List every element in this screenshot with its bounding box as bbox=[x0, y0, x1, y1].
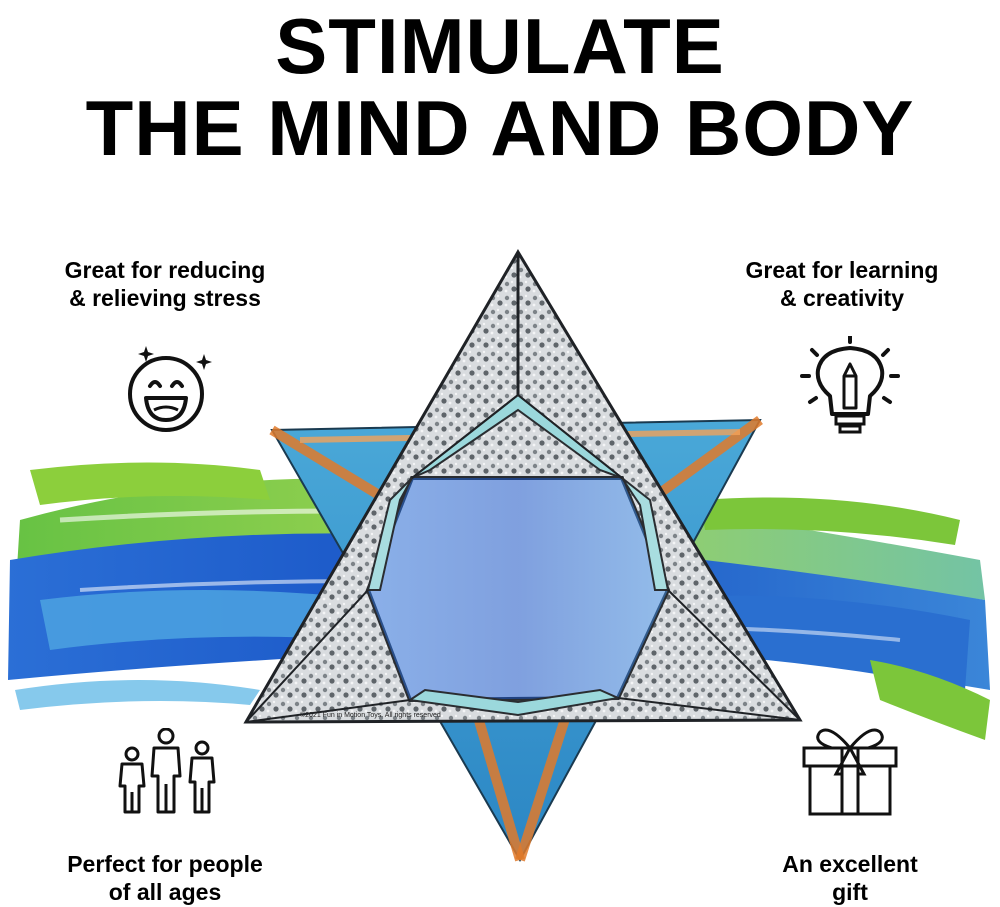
feature-learning-line-2: & creativity bbox=[779, 285, 904, 311]
feature-gift-line-2: gift bbox=[832, 879, 868, 905]
smiley-icon bbox=[128, 346, 212, 432]
feature-stress-line-1: Great for reducing bbox=[64, 257, 266, 283]
family-icon bbox=[118, 728, 216, 814]
feature-gift-text: An excellent gift bbox=[700, 850, 1000, 906]
feature-learning-line-1: Great for learning bbox=[745, 257, 939, 283]
headline-line-1: STIMULATE bbox=[275, 2, 725, 90]
gift-box-icon bbox=[802, 728, 898, 816]
product-copyright: ©2021 Fun in Motion Toys. All rights res… bbox=[300, 712, 441, 719]
feature-learning-text: Great for learning & creativity bbox=[692, 256, 992, 312]
feature-stress-text: Great for reducing & relieving stress bbox=[15, 256, 315, 312]
feature-ages-line-2: of all ages bbox=[108, 879, 222, 905]
feature-ages-line-1: Perfect for people bbox=[67, 851, 263, 877]
feature-stress-line-2: & relieving stress bbox=[69, 285, 261, 311]
headline-line-2: THE MIND AND BODY bbox=[85, 84, 915, 172]
feature-gift-line-1: An excellent bbox=[782, 851, 918, 877]
lightbulb-pencil-icon bbox=[800, 336, 900, 434]
star-front-triangle bbox=[243, 249, 803, 724]
feature-ages-text: Perfect for people of all ages bbox=[15, 850, 315, 906]
